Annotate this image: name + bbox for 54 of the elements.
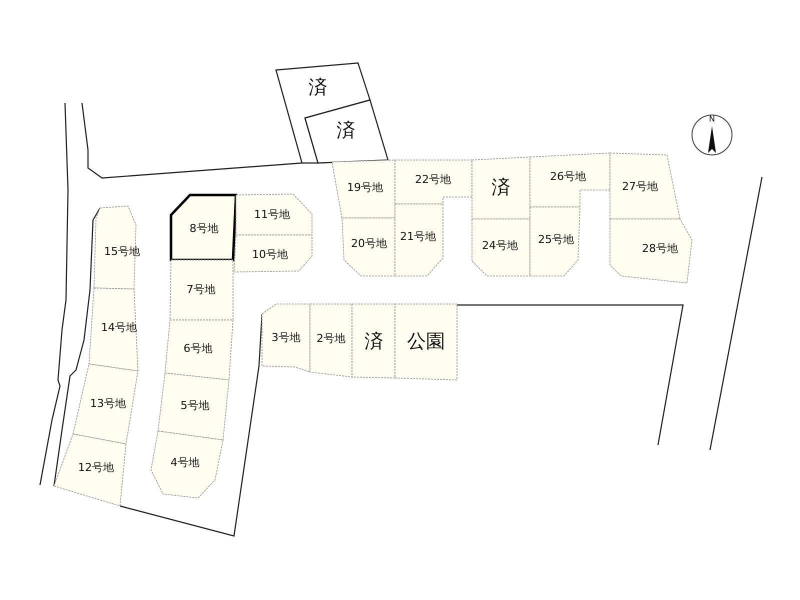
lot-number: 11号地	[254, 208, 290, 222]
lot-number: 12号地	[78, 462, 114, 474]
lot-number: 13号地	[90, 398, 126, 410]
lot-number: 20号地	[351, 238, 387, 250]
lot-number: 2号地	[316, 332, 346, 346]
lot-number: 7号地	[186, 284, 216, 296]
status-label: 公園	[407, 332, 445, 352]
lot-number: 5号地	[180, 400, 210, 412]
status-label: 済	[492, 178, 510, 198]
lot-parcel	[395, 204, 443, 276]
sold-parcel	[305, 100, 388, 163]
lot-parcel	[234, 235, 312, 272]
parcel	[395, 304, 457, 380]
lot-parcel	[171, 195, 236, 260]
lot-number: 24号地	[482, 240, 518, 252]
lot-number: 25号地	[538, 234, 574, 246]
lot-parcel	[54, 434, 126, 506]
lot-parcel	[530, 207, 580, 276]
lot-number: 3号地	[272, 332, 300, 344]
status-label: 済	[364, 332, 384, 352]
lot-number: 19号地	[347, 182, 383, 194]
lot-number: 28号地	[642, 242, 678, 256]
lot-parcel	[610, 153, 680, 219]
lot-parcel	[73, 364, 138, 444]
lot-number: 10号地	[252, 248, 288, 262]
lot-parcel	[395, 160, 472, 204]
lot-number: 4号地	[170, 456, 200, 470]
lot-number: 27号地	[622, 180, 658, 194]
lot-parcel	[165, 320, 233, 380]
north-label: N	[709, 116, 715, 124]
lot-parcel	[158, 373, 229, 440]
parcel	[472, 157, 530, 219]
lot-parcel	[530, 153, 610, 207]
lot-parcel	[610, 219, 692, 283]
lot-number: 8号地	[190, 222, 218, 236]
status-label: 済	[308, 78, 328, 98]
lot-parcel	[310, 304, 352, 377]
lot-parcel	[151, 431, 223, 498]
lot-number: 15号地	[104, 246, 140, 258]
lot-parcel	[472, 219, 530, 276]
lot-parcel	[342, 218, 395, 276]
lot-parcel	[262, 304, 310, 372]
parcel	[352, 304, 395, 378]
status-label: 済	[336, 120, 356, 142]
lot-parcel	[89, 288, 138, 371]
lot-number: 14号地	[101, 322, 137, 334]
sold-parcel	[276, 63, 370, 163]
lot-number: 6号地	[184, 342, 212, 356]
lot-number: 21号地	[400, 230, 436, 244]
lot-parcel	[332, 160, 395, 218]
lot-number: 26号地	[550, 170, 586, 184]
lot-parcel	[236, 194, 312, 235]
lot-parcel	[170, 260, 233, 320]
lot-number: 22号地	[415, 174, 451, 186]
